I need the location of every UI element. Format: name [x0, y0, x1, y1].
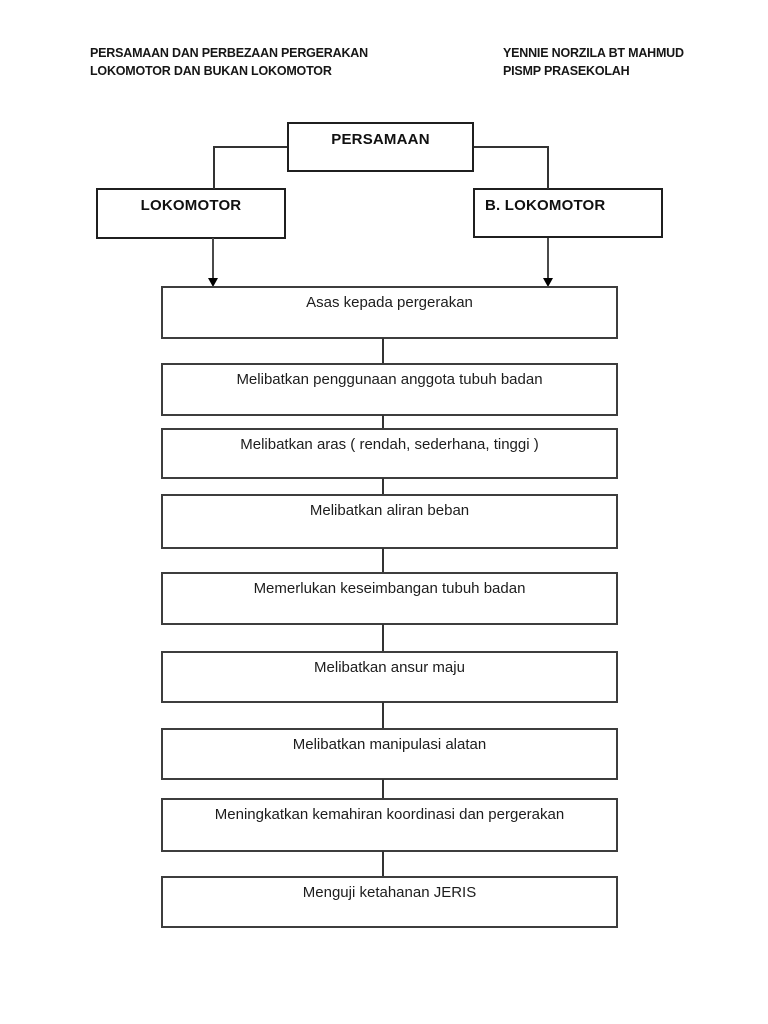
- arrowhead-down-icon: [543, 278, 553, 287]
- flow-item-box-1: Asas kepada pergerakan: [161, 286, 618, 339]
- connector-line: [382, 478, 384, 495]
- connector-line: [382, 702, 384, 729]
- arrow-line-left: [212, 238, 214, 279]
- flow-item-box-4: Melibatkan aliran beban: [161, 494, 618, 549]
- connector-line: [382, 548, 384, 573]
- connector-line: [382, 624, 384, 652]
- header-author-block: YENNIE NORZILA BT MAHMUD PISMP PRASEKOLA…: [503, 45, 684, 80]
- flow-item-box-6: Melibatkan ansur maju: [161, 651, 618, 703]
- flow-item-box-3: Melibatkan aras ( rendah, sederhana, tin…: [161, 428, 618, 479]
- flow-item-box-7: Melibatkan manipulasi alatan: [161, 728, 618, 780]
- connector-elbow-right-vertical: [547, 146, 549, 189]
- flow-root-box-persamaan: PERSAMAAN: [287, 122, 474, 172]
- flow-item-box-5: Memerlukan keseimbangan tubuh badan: [161, 572, 618, 625]
- connector-elbow-left-vertical: [213, 146, 215, 189]
- flow-item-box-8: Meningkatkan kemahiran koordinasi dan pe…: [161, 798, 618, 852]
- flow-branch-box-b-lokomotor: B. LOKOMOTOR: [473, 188, 663, 238]
- flow-item-box-2: Melibatkan penggunaan anggota tubuh bada…: [161, 363, 618, 416]
- connector-line: [382, 779, 384, 799]
- connector-line: [382, 415, 384, 429]
- header-title-line2: LOKOMOTOR DAN BUKAN LOKOMOTOR: [90, 63, 332, 78]
- arrowhead-down-icon: [208, 278, 218, 287]
- connector-elbow-left-horizontal: [213, 146, 287, 148]
- connector-line: [382, 851, 384, 877]
- flow-branch-box-lokomotor: LOKOMOTOR: [96, 188, 286, 239]
- connector-line: [382, 338, 384, 364]
- header-author-name: YENNIE NORZILA BT MAHMUD: [503, 46, 684, 60]
- header-title-line1: PERSAMAAN DAN PERBEZAAN PERGERAKAN: [90, 46, 368, 60]
- arrow-line-right: [547, 238, 549, 279]
- header-author-program: PISMP PRASEKOLAH: [503, 63, 630, 78]
- flow-item-box-9: Menguji ketahanan JERIS: [161, 876, 618, 928]
- connector-elbow-right-horizontal: [474, 146, 549, 148]
- header-title-block: PERSAMAAN DAN PERBEZAAN PERGERAKAN LOKOM…: [90, 45, 368, 80]
